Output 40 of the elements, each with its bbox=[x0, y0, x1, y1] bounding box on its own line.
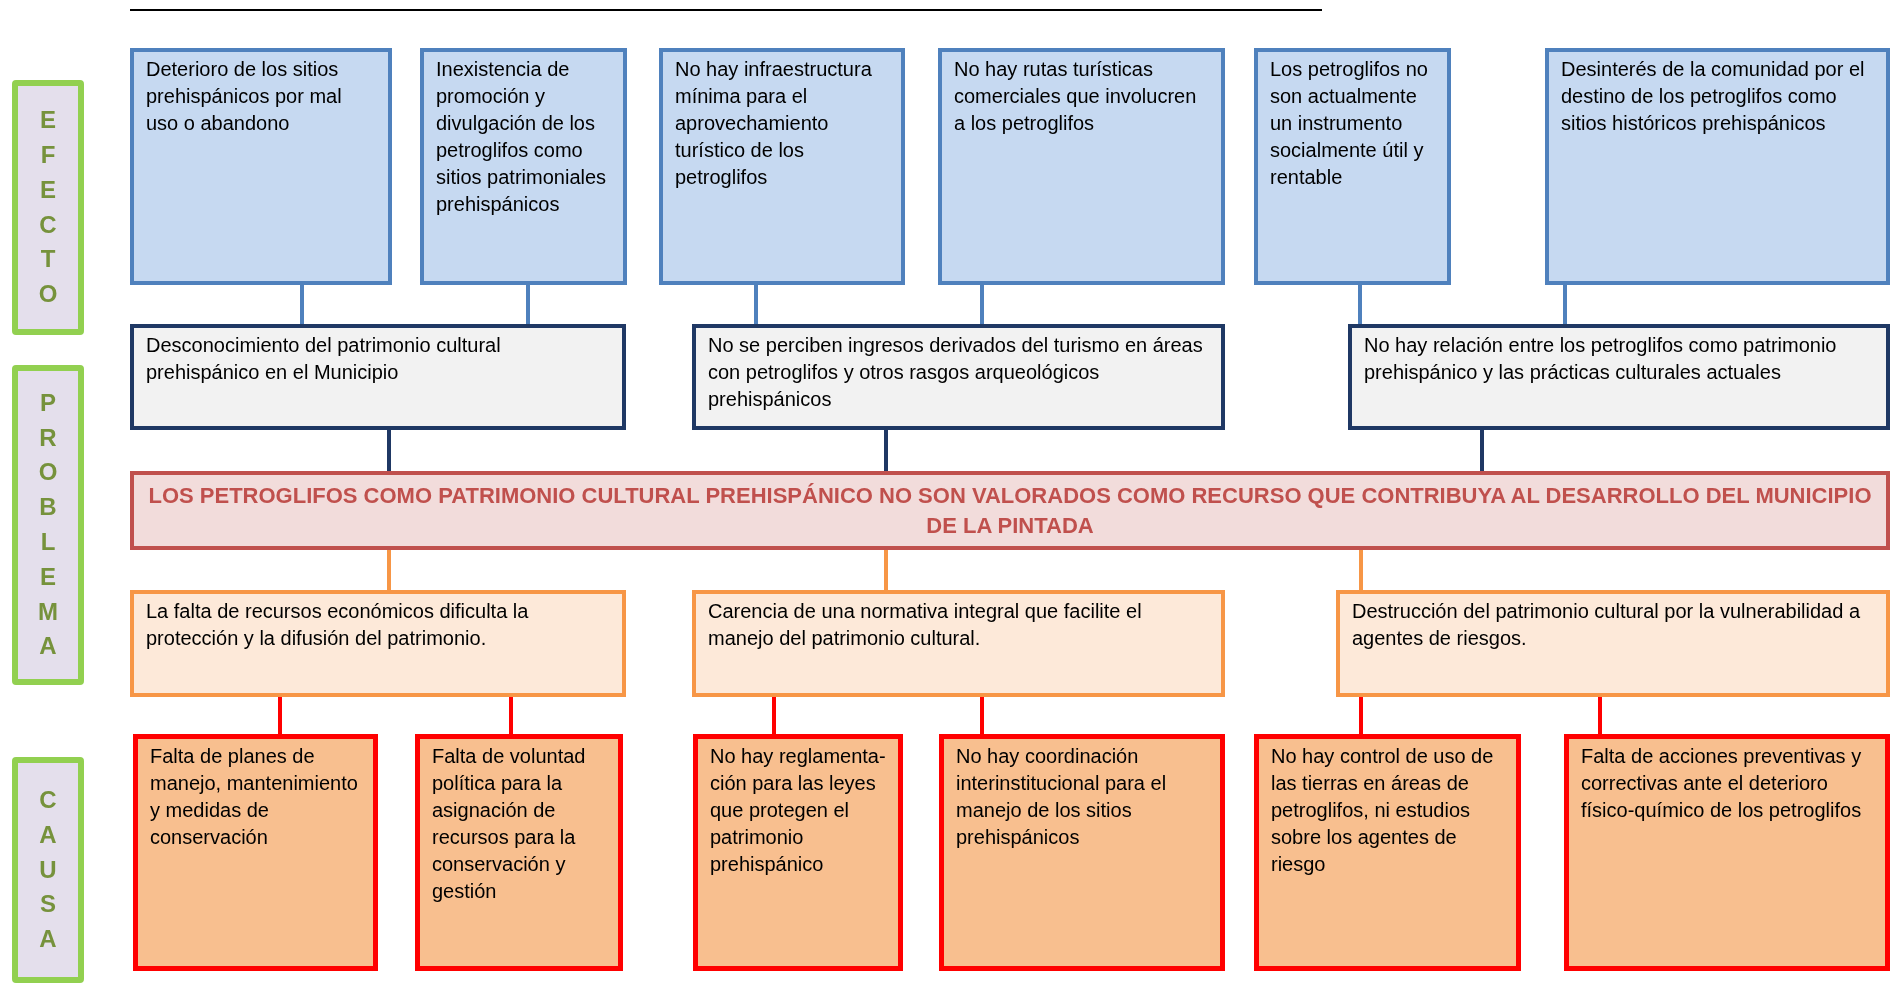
problem-box: No se perciben ingresos derivados del turismo en áreas con petroglifos y otros rasgos arqueológicos prehispánicos bbox=[692, 324, 1225, 430]
connector-line bbox=[300, 285, 304, 324]
sub-cause-box: No hay control de uso de las tierras en áreas de petroglifos, ni estudios sobre los agentes de riesgo bbox=[1254, 734, 1521, 971]
connector-line bbox=[772, 697, 776, 734]
cause-box: Destrucción del patrimonio cultural por la vulnerabilidad a agentes de riesgos. bbox=[1336, 590, 1890, 697]
section-label-box: CAUSA bbox=[12, 757, 84, 983]
sub-cause-box: No hay reglamenta-ción para las leyes que protegen el patrimonio prehispánico bbox=[693, 734, 903, 971]
effect-box: Deterioro de los sitios prehispánicos por mal uso o abandono bbox=[130, 48, 392, 285]
cause-box: Carencia de una normativa integral que facilite el manejo del patrimonio cultural. bbox=[692, 590, 1225, 697]
cause-box: La falta de recursos económicos dificulta la protección y la difusión del patrimonio. bbox=[130, 590, 626, 697]
problem-box: No hay relación entre los petroglifos como patrimonio prehispánico y las prácticas culturales actuales bbox=[1348, 324, 1890, 430]
effect-box: Desinterés de la comunidad por el destino de los petroglifos como sitios históricos prehispánicos bbox=[1545, 48, 1890, 285]
connector-line bbox=[1358, 285, 1362, 324]
effect-box: Inexistencia de promoción y divulgación de los petroglifos como sitios patrimoniales prehispánicos bbox=[420, 48, 627, 285]
connector-line bbox=[980, 285, 984, 324]
connector-line bbox=[387, 550, 391, 590]
connector-line bbox=[1359, 550, 1363, 590]
connector-line bbox=[509, 697, 513, 734]
sub-cause-box: Falta de voluntad política para la asignación de recursos para la conservación y gestión bbox=[415, 734, 623, 971]
connector-line bbox=[1480, 430, 1484, 471]
sub-cause-box: No hay coordinación interinstitucional para el manejo de los sitios prehispánicos bbox=[939, 734, 1225, 971]
central-problem-box: LOS PETROGLIFOS COMO PATRIMONIO CULTURAL PREHISPÁNICO NO SON VALORADOS COMO RECURSO QUE CONTRIBUYA AL DESARROLLO DEL MUNICIPIO DE LA PINTADA bbox=[130, 471, 1890, 550]
sub-cause-box: Falta de planes de manejo, mantenimiento y medidas de conservación bbox=[133, 734, 378, 971]
problem-box: Desconocimiento del patrimonio cultural prehispánico en el Municipio bbox=[130, 324, 626, 430]
section-label-box: PROBLEMA bbox=[12, 365, 84, 685]
connector-line bbox=[1598, 697, 1602, 734]
connector-line bbox=[754, 285, 758, 324]
connector-line bbox=[980, 697, 984, 734]
effect-box: No hay rutas turísticas comerciales que involucren a los petroglifos bbox=[938, 48, 1225, 285]
sub-cause-box: Falta de acciones preventivas y correctivas ante el deterioro físico-químico de los petroglifos bbox=[1564, 734, 1890, 971]
connector-line bbox=[884, 550, 888, 590]
connector-line bbox=[278, 697, 282, 734]
connector-line bbox=[387, 430, 391, 471]
connector-line bbox=[526, 285, 530, 324]
connector-line bbox=[884, 430, 888, 471]
connector-line bbox=[1563, 285, 1567, 324]
effect-box: No hay infraestructura mínima para el aprovechamiento turístico de los petroglifos bbox=[659, 48, 905, 285]
effect-box: Los petroglifos no son actualmente un instrumento socialmente útil y rentable bbox=[1254, 48, 1451, 285]
connector-line bbox=[1359, 697, 1363, 734]
section-label-box: EFECTO bbox=[12, 80, 84, 335]
